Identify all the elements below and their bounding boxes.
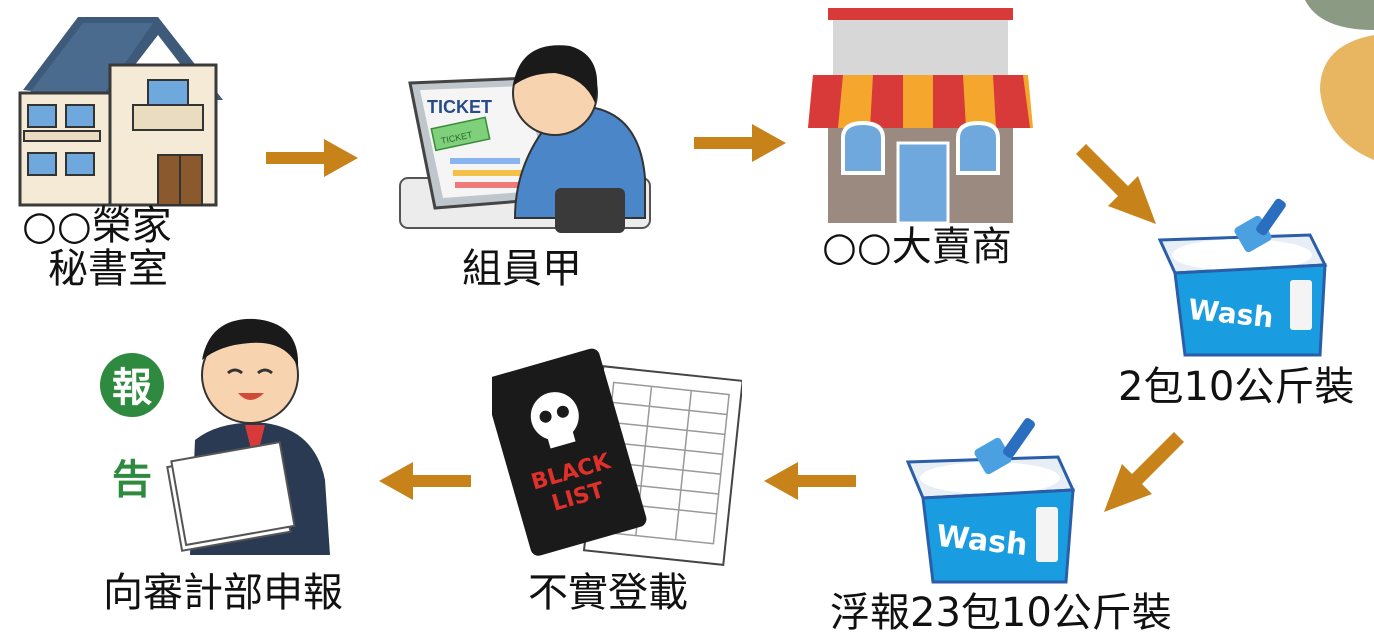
report-sign-char1: 報	[112, 365, 152, 411]
house-illustration	[8, 5, 233, 215]
arrow-down-right-icon	[1072, 140, 1162, 230]
blacklist-illustration: BLACK LIST	[492, 348, 742, 568]
report-sign-char2: 告	[112, 457, 152, 503]
actual-quantity-label: 2包10公斤裝	[1118, 364, 1355, 410]
home-label-line1: ○○榮家	[22, 203, 172, 249]
store-label: ○○大賣商	[822, 224, 1012, 270]
reporting-person-illustration: 報 告	[80, 305, 340, 555]
corner-decoration	[1200, 0, 1374, 160]
detergent-box-illustration: Wash	[1150, 195, 1330, 360]
record-label: 不實登載	[528, 570, 688, 616]
arrow-right-icon	[262, 135, 362, 181]
report-label: 向審計部申報	[103, 570, 343, 616]
laptop-person-illustration: TICKET TICKET	[395, 18, 655, 238]
detergent-box-illustration: Wash	[898, 412, 1078, 587]
arrow-right-icon	[690, 120, 790, 166]
arrow-down-left-icon	[1098, 428, 1188, 518]
home-label-line2: 秘書室	[48, 246, 168, 292]
store-illustration	[808, 8, 1033, 223]
arrow-left-icon	[375, 458, 475, 504]
member-label: 組員甲	[462, 246, 582, 292]
ticket-screen-text: TICKET	[427, 97, 492, 117]
arrow-left-icon	[760, 458, 860, 504]
inflated-quantity-label: 浮報23包10公斤裝	[830, 590, 1172, 636]
